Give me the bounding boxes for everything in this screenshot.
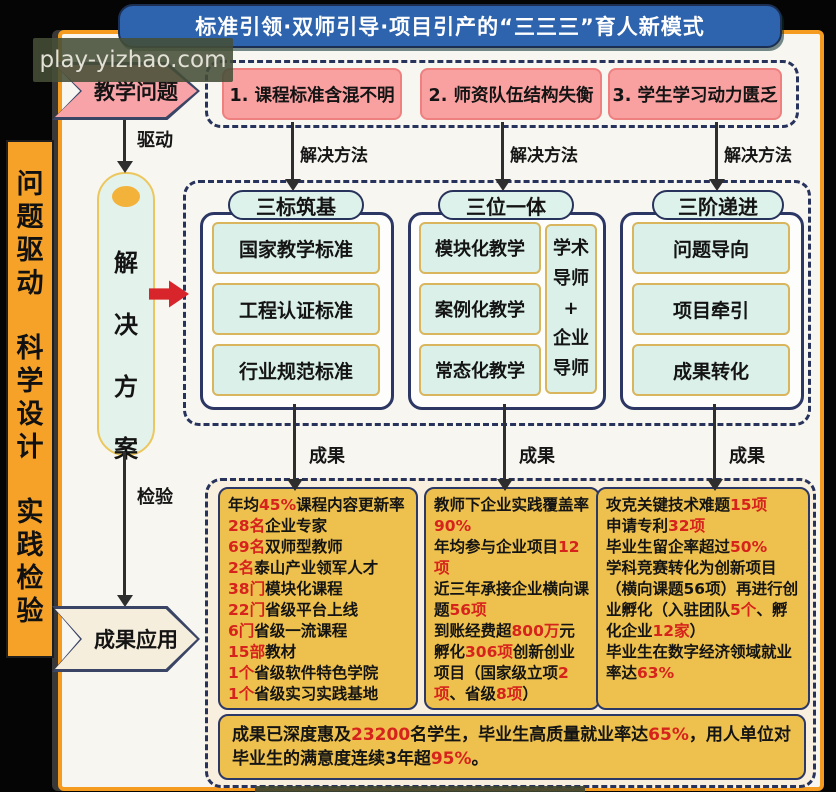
results-box-3: 攻克关键技术难题15项申请专利32项毕业生留企率超过50%学科竞赛转化为创新项目… — [596, 487, 810, 710]
check-label: 检验 — [137, 487, 173, 508]
stage-box-1: 问题导向 — [632, 222, 790, 274]
pill-sanjie-label: 三阶递进 — [678, 194, 758, 219]
solution-capsule: 解决方案 — [97, 172, 155, 463]
drive-label: 驱动 — [137, 130, 173, 151]
teaching-problem-label: 教学问题 — [94, 80, 178, 104]
mentor-line-1: 学术 — [553, 238, 589, 259]
stage-2-label: 项目牵引 — [672, 299, 749, 322]
result-label-2: 成果 — [519, 446, 555, 467]
standard-3-label: 行业规范标准 — [238, 360, 353, 383]
teaching-1-label: 模块化教学 — [435, 239, 525, 260]
problem-box-1: 1. 课程标准含混不明 — [222, 68, 402, 120]
left-rail: 问题驱动 科学设计 实践检验 — [6, 140, 54, 658]
mentor-line-2: 导师 — [553, 268, 589, 289]
mentor-line-5: 导师 — [553, 358, 589, 379]
pill-sanwei: 三位一体 — [438, 190, 574, 220]
teaching-box-1: 模块化教学 — [419, 222, 541, 274]
problem-box-2: 2. 师资队伍结构失衡 — [420, 68, 602, 120]
arrow-result-2 — [496, 404, 513, 491]
watermark-bottom-strip — [255, 786, 585, 792]
problem-3-label: 3. 学生学习动力匮乏 — [612, 85, 778, 106]
outcome-apply-label: 成果应用 — [94, 628, 178, 652]
rail-line-3: 实践检验 — [16, 496, 44, 627]
standard-2-label: 工程认证标准 — [238, 299, 353, 322]
problem-1-label: 1. 课程标准含混不明 — [229, 85, 395, 106]
outcome-apply-shape: 成果应用 — [52, 606, 200, 672]
mentor-side-box: 学术 导师 + 企业 导师 — [545, 224, 597, 394]
arrow-method-3 — [708, 122, 725, 191]
pill-sanjie: 三阶递进 — [652, 190, 784, 220]
result-label-3: 成果 — [729, 446, 765, 467]
problem-2-label: 2. 师资队伍结构失衡 — [428, 85, 594, 106]
stage-box-3: 成果转化 — [632, 344, 790, 396]
teaching-box-2: 案例化教学 — [419, 283, 541, 335]
rail-line-1: 问题驱动 — [16, 169, 44, 300]
arrow-method-2 — [494, 122, 511, 191]
standard-box-1: 国家教学标准 — [212, 222, 380, 274]
rail-line-2: 科学设计 — [16, 333, 44, 463]
method-label-1: 解决方法 — [300, 146, 368, 166]
standard-1-label: 国家教学标准 — [238, 238, 353, 261]
teaching-box-3: 常态化教学 — [419, 344, 541, 396]
problem-box-3: 3. 学生学习动力匮乏 — [608, 68, 782, 120]
mentor-line-4: 企业 — [553, 328, 589, 349]
mentor-line-3: + — [563, 298, 579, 319]
arrow-method-1 — [284, 122, 301, 191]
capsule-dot-icon — [112, 186, 140, 207]
standard-box-3: 行业规范标准 — [212, 344, 380, 396]
solution-label: 解决方案 — [113, 249, 138, 463]
result-label-1: 成果 — [309, 446, 345, 467]
arrow-check — [116, 452, 133, 607]
pill-sanwei-label: 三位一体 — [466, 194, 546, 219]
pill-sanbiao-label: 三标筑基 — [256, 194, 336, 219]
stage-box-2: 项目牵引 — [632, 283, 790, 335]
stage-3-label: 成果转化 — [672, 360, 749, 383]
method-label-3: 解决方法 — [724, 146, 792, 166]
results-summary-box: 成果已深度惠及23200名学生，毕业生高质量就业率达65%，用人单位对毕业生的满… — [218, 714, 806, 780]
watermark: play-yizhao.com — [33, 38, 233, 82]
results-box-2: 教师下企业实践覆盖率90%年均参与企业项目12项近三年承接企业横向课题56项到账… — [424, 487, 600, 710]
standard-box-2: 工程认证标准 — [212, 283, 380, 335]
teaching-3-label: 常态化教学 — [435, 361, 525, 382]
arrow-drive — [116, 120, 133, 173]
teaching-2-label: 案例化教学 — [435, 300, 525, 321]
arrow-result-3 — [706, 404, 723, 491]
page-title: 标准引领·双师引导·项目引产的“三三三”育人新模式 — [195, 15, 705, 39]
watermark-text: play-yizhao.com — [39, 47, 227, 73]
method-label-2: 解决方法 — [510, 146, 578, 166]
stage-1-label: 问题导向 — [672, 238, 749, 261]
pill-sanbiao: 三标筑基 — [228, 190, 364, 220]
arrow-result-1 — [286, 404, 303, 491]
